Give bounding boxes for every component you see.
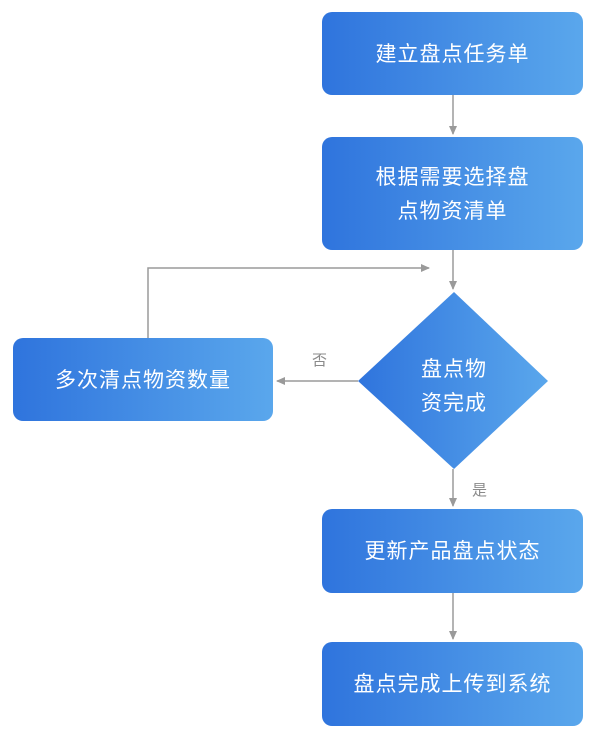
decision-label-line-1: 盘点物 xyxy=(421,357,487,381)
node-update-status: 更新产品盘点状态 xyxy=(322,509,583,593)
node-select-list-line-2: 点物资清单 xyxy=(397,198,508,223)
node-create-task: 建立盘点任务单 xyxy=(322,12,583,95)
edge-label-no: 否 xyxy=(312,351,328,369)
node-upload-system: 盘点完成上传到系统 xyxy=(322,642,583,726)
decision-diamond xyxy=(358,292,548,469)
node-recount-label: 多次清点物资数量 xyxy=(55,367,231,392)
arrow-loop-back xyxy=(147,264,430,338)
decision-label: 盘点物 资完成 xyxy=(398,348,510,424)
node-create-task-label: 建立盘点任务单 xyxy=(375,41,530,66)
decision-label-line-2: 资完成 xyxy=(421,391,487,415)
node-update-status-label: 更新产品盘点状态 xyxy=(364,539,541,563)
node-upload-system-label: 盘点完成上传到系统 xyxy=(353,672,552,696)
node-select-list-line-1: 根据需要选择盘 xyxy=(375,164,530,189)
edge-label-yes: 是 xyxy=(472,481,488,499)
node-select-list: 根据需要选择盘 点物资清单 xyxy=(322,137,583,250)
node-recount: 多次清点物资数量 xyxy=(13,338,273,421)
